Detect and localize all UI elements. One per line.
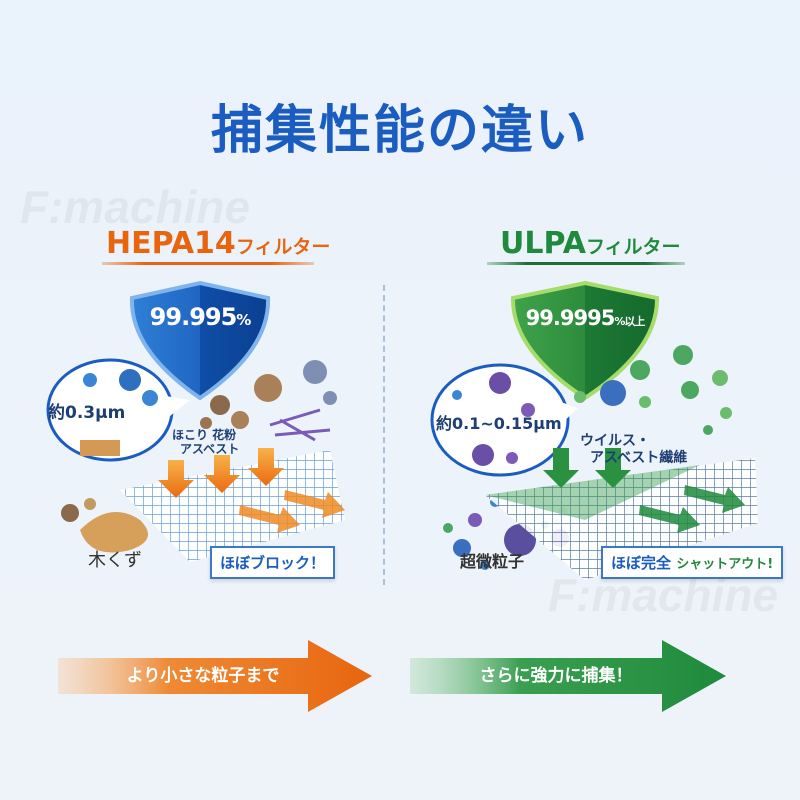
particles bbox=[61, 360, 337, 553]
hepa-heading: HEPA14フィルター bbox=[106, 226, 330, 261]
hepa-name: HEPA14 bbox=[106, 226, 236, 261]
down-arrow-icons bbox=[158, 448, 284, 498]
down-arrow-icons bbox=[543, 448, 631, 488]
speech-bubble bbox=[430, 363, 570, 477]
ulpa-name: ULPA bbox=[500, 226, 586, 261]
ulpa-heading: ULPAフィルター bbox=[500, 226, 681, 261]
hepa-arrow-text: より小さな粒子まで bbox=[126, 666, 280, 686]
hepa-efficiency-value: 99.995 bbox=[149, 303, 238, 331]
ulpa-efficiency-value: 99.9995 bbox=[525, 306, 616, 330]
hepa-size-label: 約0.3μm bbox=[48, 403, 126, 423]
hepa-particles-label-1: ほこり 花粉 bbox=[172, 428, 237, 442]
ulpa-size-label: 約0.1~0.15μm bbox=[436, 414, 562, 433]
ulpa-particles-label-2: アスベスト繊維 bbox=[590, 450, 688, 466]
hepa-efficiency: 99.995% bbox=[140, 303, 260, 331]
divider bbox=[383, 285, 385, 585]
hepa-percent: % bbox=[236, 311, 251, 329]
hepa-debris-label: 木くず bbox=[88, 550, 142, 571]
ulpa-illustration bbox=[430, 280, 758, 580]
page-title: 捕集性能の違い bbox=[210, 101, 589, 161]
shield-icon bbox=[129, 280, 271, 401]
ulpa-debris-label: 超微粒子 bbox=[460, 552, 525, 571]
hepa-underline bbox=[102, 262, 314, 265]
hepa-particles-label-2: アスベスト bbox=[180, 442, 240, 456]
ulpa-callout-2: シャットアウト! bbox=[676, 557, 774, 572]
hepa-suffix: フィルター bbox=[235, 236, 331, 258]
watermark: F:machine bbox=[20, 180, 250, 234]
ulpa-particles-label-1: ウイルス・ bbox=[580, 433, 650, 449]
ulpa-suffix: フィルター bbox=[585, 236, 681, 258]
ulpa-arrow: さらに強力に捕集！ bbox=[410, 640, 726, 712]
ulpa-arrow-text: さらに強力に捕集！ bbox=[479, 666, 633, 686]
hepa-illustration bbox=[46, 280, 345, 562]
ulpa-percent: %以上 bbox=[614, 315, 645, 328]
ulpa-callout: ほぼ完全 シャットアウト! bbox=[601, 546, 784, 579]
ulpa-underline bbox=[487, 262, 685, 265]
filter-mesh bbox=[120, 450, 345, 562]
ulpa-efficiency: 99.9995%以上 bbox=[505, 306, 665, 330]
right-arrow-icons bbox=[639, 485, 745, 533]
hepa-arrow: より小さな粒子まで bbox=[58, 640, 372, 712]
right-arrow-icons bbox=[239, 490, 345, 533]
hepa-callout: ほぼブロック！ bbox=[210, 546, 336, 579]
ulpa-callout-1: ほぼ完全 bbox=[611, 554, 672, 572]
